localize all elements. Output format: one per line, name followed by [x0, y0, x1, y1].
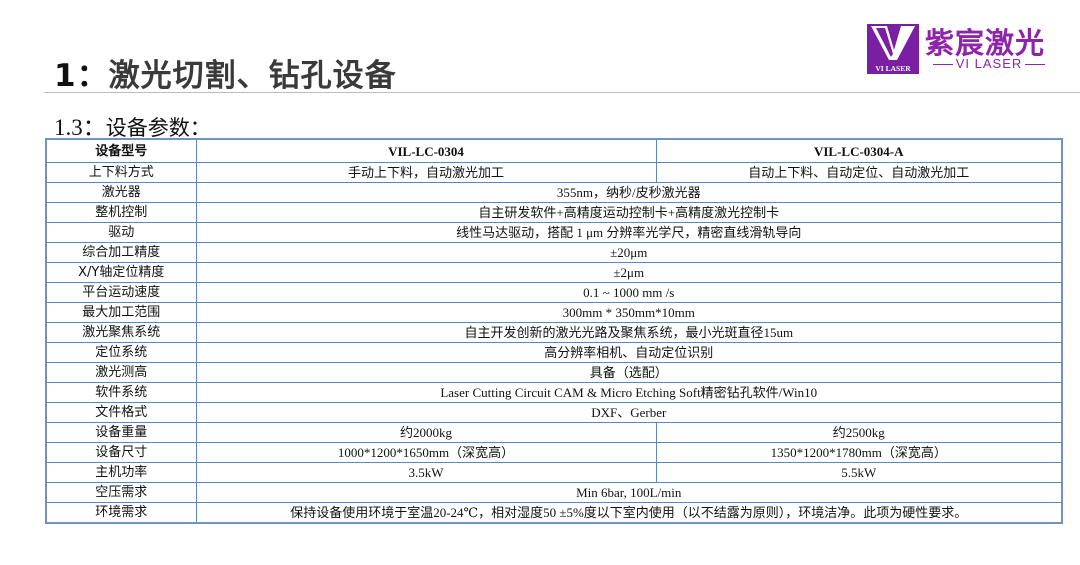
table-row: 整机控制自主研发软件+高精度运动控制卡+高精度激光控制卡 — [45, 202, 1063, 223]
row-value-shared: ±20μm — [195, 242, 1063, 263]
row-label: 整机控制 — [45, 202, 197, 223]
row-value-shared: 自主开发创新的激光光路及聚焦系统，最小光斑直径15um — [195, 322, 1063, 343]
row-label: 上下料方式 — [45, 162, 197, 183]
logo-mark: VI LASER — [867, 24, 919, 74]
row-label: 环境需求 — [45, 502, 197, 524]
header-label: 设备型号 — [45, 138, 197, 163]
row-value-shared: DXF、Gerber — [195, 402, 1063, 423]
row-value-model-a: 手动上下料，自动激光加工 — [195, 162, 657, 183]
row-value-shared: 355nm，纳秒/皮秒激光器 — [195, 182, 1063, 203]
header-model-b: VIL-LC-0304-A — [655, 138, 1063, 163]
logo-brand-cn: 紫宸激光 — [925, 26, 1046, 60]
table-row: 定位系统高分辨率相机、自动定位识别 — [45, 342, 1063, 363]
table-row: 综合加工精度±20μm — [45, 242, 1063, 263]
row-label: 主机功率 — [45, 462, 197, 483]
row-label: 设备尺寸 — [45, 442, 197, 463]
row-label: 最大加工范围 — [45, 302, 197, 323]
section-number: 1.3： — [54, 115, 106, 140]
row-value-shared: 线性马达驱动，搭配 1 μm 分辨率光学尺，精密直线滑轨导向 — [195, 222, 1063, 243]
brand-logo: VI LASER 紫宸激光 VI LASER — [867, 20, 1057, 76]
row-value-shared: Min 6bar, 100L/min — [195, 482, 1063, 503]
table-row: 环境需求保持设备使用环境于室温20-24℃，相对湿度50 ±5%度以下室内使用（… — [45, 502, 1063, 524]
row-label: 驱动 — [45, 222, 197, 243]
logo-mark-text: VI LASER — [875, 64, 911, 73]
row-value-model-b: 1350*1200*1780mm（深宽高） — [655, 442, 1063, 463]
spec-table: 设备型号 VIL-LC-0304 VIL-LC-0304-A 上下料方式手动上下… — [45, 138, 1063, 524]
row-value-model-b: 自动上下料、自动定位、自动激光加工 — [655, 162, 1063, 183]
table-header-row: 设备型号 VIL-LC-0304 VIL-LC-0304-A — [45, 138, 1063, 163]
row-value-shared: 具备（选配） — [195, 362, 1063, 383]
table-row: X/Y轴定位精度±2μm — [45, 262, 1063, 283]
row-label: 激光器 — [45, 182, 197, 203]
row-label: 文件格式 — [45, 402, 197, 423]
row-label: X/Y轴定位精度 — [45, 262, 197, 283]
row-value-shared: ±2μm — [195, 262, 1063, 283]
row-label: 设备重量 — [45, 422, 197, 443]
row-label: 空压需求 — [45, 482, 197, 503]
row-value-shared: 自主研发软件+高精度运动控制卡+高精度激光控制卡 — [195, 202, 1063, 223]
row-label: 定位系统 — [45, 342, 197, 363]
page-title-number: 1： — [54, 58, 109, 94]
row-label: 平台运动速度 — [45, 282, 197, 303]
table-row: 驱动线性马达驱动，搭配 1 μm 分辨率光学尺，精密直线滑轨导向 — [45, 222, 1063, 243]
row-value-shared: 保持设备使用环境于室温20-24℃，相对湿度50 ±5%度以下室内使用（以不结露… — [195, 502, 1063, 524]
header-model-a: VIL-LC-0304 — [195, 138, 657, 163]
row-value-shared: 0.1 ~ 1000 mm /s — [195, 282, 1063, 303]
table-row: 上下料方式手动上下料，自动激光加工自动上下料、自动定位、自动激光加工 — [45, 162, 1063, 183]
row-value-model-a: 1000*1200*1650mm（深宽高） — [195, 442, 657, 463]
section-subtitle: 1.3：设备参数： — [54, 108, 211, 142]
v-logo-icon — [871, 26, 915, 60]
title-divider — [44, 92, 1080, 93]
row-label: 激光测高 — [45, 362, 197, 383]
row-value-shared: 高分辨率相机、自动定位识别 — [195, 342, 1063, 363]
row-value-shared: 300mm * 350mm*10mm — [195, 302, 1063, 323]
row-value-model-b: 5.5kW — [655, 462, 1063, 483]
section-title: 设备参数： — [105, 116, 211, 140]
logo-brand-en: VI LASER — [925, 56, 1053, 71]
row-label: 软件系统 — [45, 382, 197, 403]
row-label: 激光聚焦系统 — [45, 322, 197, 343]
row-value-model-a: 约2000kg — [195, 422, 657, 443]
page-title: 1：激光切割、钻孔设备 — [54, 50, 397, 95]
row-value-model-a: 3.5kW — [195, 462, 657, 483]
row-label: 综合加工精度 — [45, 242, 197, 263]
page-title-text: 激光切割、钻孔设备 — [108, 58, 397, 94]
row-value-model-b: 约2500kg — [655, 422, 1063, 443]
row-value-shared: Laser Cutting Circuit CAM & Micro Etchin… — [195, 382, 1063, 403]
table-row: 激光聚焦系统自主开发创新的激光光路及聚焦系统，最小光斑直径15um — [45, 322, 1063, 343]
table-row: 激光测高具备（选配） — [45, 362, 1063, 383]
